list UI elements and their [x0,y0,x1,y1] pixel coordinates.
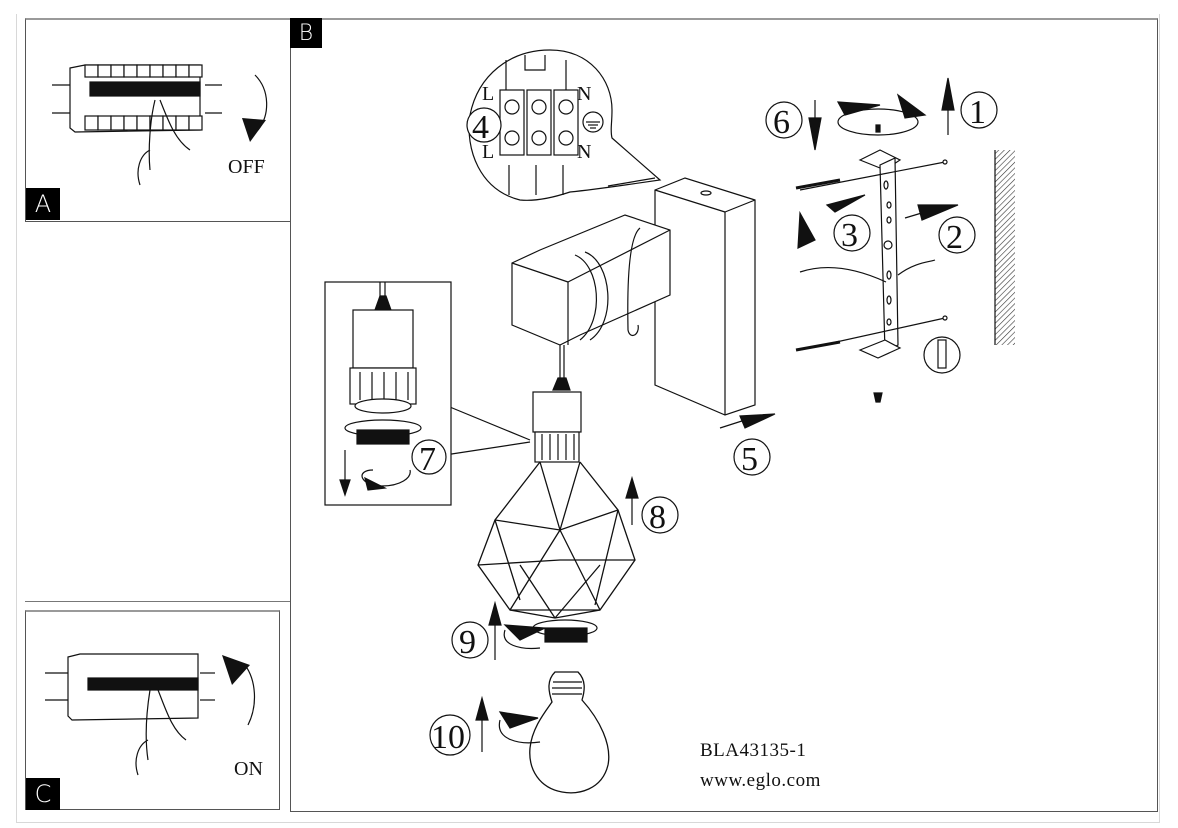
breaker-box-on-icon [45,653,256,776]
direction-arrows [475,77,959,752]
step-9-number: 9 [459,624,476,661]
breaker-terminal [84,64,99,78]
breaker-terminal [162,64,177,78]
on-label: ON [234,758,263,780]
terminal-label-live-bottom: L [482,141,494,163]
cage-shade [477,461,636,619]
step-7-number: 7 [419,441,436,478]
page-frame [16,14,1160,823]
breaker-terminal [110,64,125,78]
step-4-number: 4 [472,109,489,146]
off-label: OFF [228,156,265,178]
wall-lamp-body [444,177,756,463]
breaker-terminal [110,115,125,131]
wiring-terminal-detail [466,49,662,201]
step-1-number: 1 [969,94,986,131]
panel-b-badge: B [290,18,322,48]
breaker-terminal [175,64,190,78]
terminal-label-neutral-bottom: N [577,141,591,163]
breaker-terminal [136,64,151,78]
step-10-number: 10 [431,719,465,756]
breaker-terminal [123,64,138,78]
panel-c-badge: C [26,778,60,810]
breaker-terminal [97,115,112,131]
step-6-number: 6 [773,104,790,141]
model-code: BLA43135-1 [700,740,807,761]
breaker-box-off-icon [52,64,268,186]
breaker-terminal [188,64,203,78]
step-2-number: 2 [946,219,963,256]
step-circles [429,91,998,756]
terminal-label-live-top: L [482,83,494,105]
breaker-terminal [175,115,190,131]
step-3-number: 3 [841,217,858,254]
step-7-circle [411,439,447,475]
mounting-bracket [795,108,1015,403]
terminal-label-neutral-top: N [577,83,591,105]
light-bulb-icon [529,671,610,794]
breaker-terminal [149,64,164,78]
breaker-terminal [136,115,151,131]
breaker-terminal [97,64,112,78]
breaker-terminal [84,115,99,131]
breaker-terminal [123,115,138,131]
step-5-number: 5 [741,441,758,478]
shade-ring [532,619,598,643]
panel-a-badge: A [26,188,60,220]
socket-detail-inset [324,281,452,506]
breaker-terminal [188,115,203,131]
website-url: www.eglo.com [700,770,821,791]
step-8-number: 8 [649,499,666,536]
